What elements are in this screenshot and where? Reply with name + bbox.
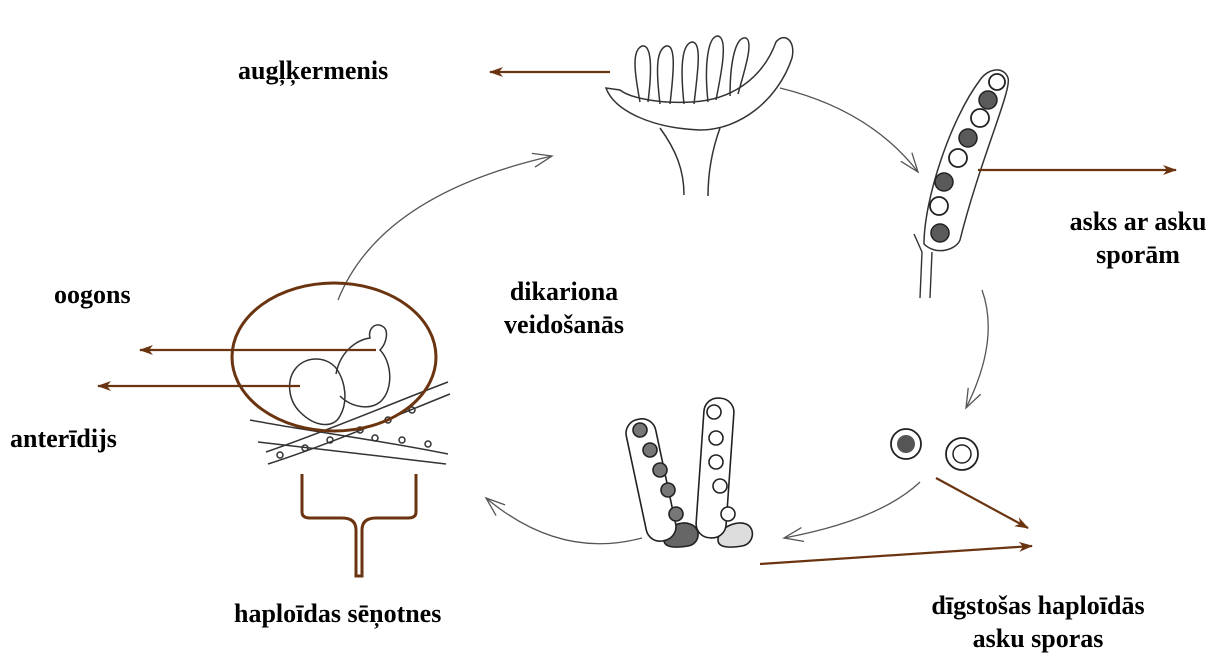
label-ascus-line1: asks ar asku [1052, 206, 1224, 239]
highlight-ellipse [232, 283, 436, 431]
ascus-sketch [914, 70, 1008, 298]
label-germinating-line1: dīgstošas haploīdās [900, 590, 1176, 623]
cycle-arrow-to-mycelium [486, 498, 642, 544]
cycle-arrow-to-germination [784, 482, 920, 538]
released-spores [891, 429, 978, 470]
label-oogonium: oogons [54, 279, 131, 312]
cycle-arrow-to-spores [966, 290, 988, 408]
oogonium-shape [336, 325, 390, 407]
label-haploid-mycelium: haploīdas sēņotnes [234, 598, 441, 631]
fruiting-body-sketch [606, 36, 793, 196]
label-antheridium: anterīdijs [10, 423, 117, 456]
label-germinating-spores: dīgstošas haploīdās asku sporas [900, 590, 1176, 654]
label-ascus: asks ar asku sporām [1052, 206, 1224, 271]
label-dikaryon-line2: veidošanās [484, 309, 644, 342]
pointer-arrow-germination [760, 546, 1032, 564]
label-ascus-line2: sporām [1052, 239, 1224, 272]
mycelium-bracket [302, 474, 416, 576]
label-dikaryon: dikariona veidošanās [484, 276, 644, 341]
mating-structures-sketch [250, 325, 450, 464]
cycle-arrow-to-ascus [780, 88, 918, 172]
label-fruiting-body: augļķermenis [238, 55, 388, 88]
label-germinating-line2: asku sporas [900, 623, 1176, 654]
pointer-arrow-spores [936, 478, 1028, 528]
germinating-spores-sketch [623, 397, 752, 547]
label-dikaryon-line1: dikariona [484, 276, 644, 309]
